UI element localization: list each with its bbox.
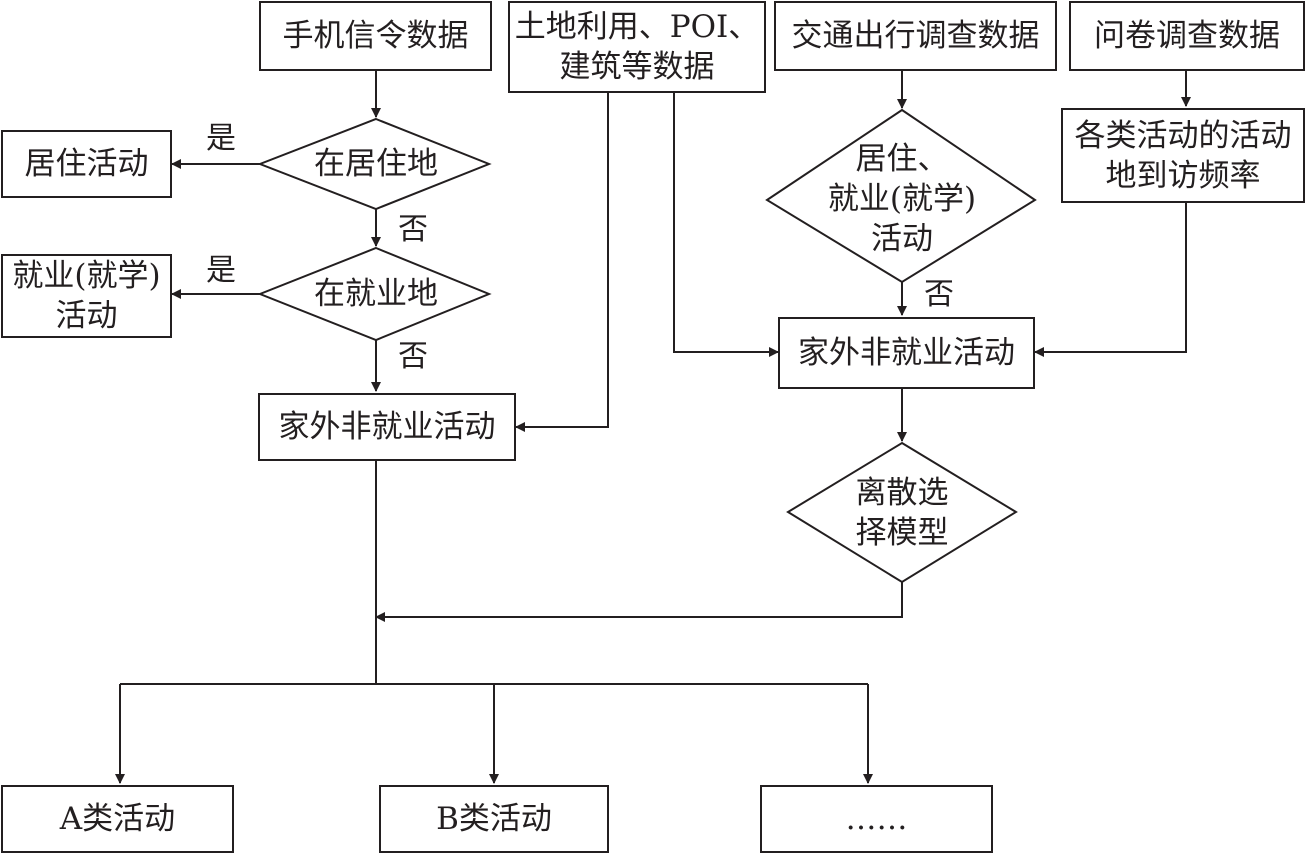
mobile-signaling-data-box: 手机信令数据 <box>259 1 492 71</box>
left-non-work-activity-box: 家外非就业活动 <box>258 393 516 461</box>
arrow-model-to-merge <box>375 582 903 622</box>
questionnaire-data-box: 问卷调查数据 <box>1069 1 1305 71</box>
yes-label-residence: 是 <box>206 121 236 156</box>
land-use-poi-data-box: 土地利用、POI、 建筑等数据 <box>508 1 766 93</box>
arrow-landuse-to-left-nonwork <box>515 93 609 432</box>
right-non-work-activity-box: 家外非就业活动 <box>778 317 1035 389</box>
in-workplace-decision-label: 在就业地 <box>314 276 438 312</box>
more-activity-box: …… <box>760 785 993 853</box>
residence-work-decision-label: 居住、 就业(就学) 活动 <box>827 141 977 257</box>
residential-activity-box: 居住活动 <box>1 130 172 198</box>
discrete-choice-model-label: 离散选 择模型 <box>855 475 949 551</box>
no-label-residence: 否 <box>398 212 428 247</box>
visit-frequency-box: 各类活动的活动 地到访频率 <box>1061 108 1305 203</box>
arrow-landuse-to-right-nonwork <box>673 93 779 357</box>
travel-survey-data-box: 交通出行调查数据 <box>774 1 1057 71</box>
work-study-activity-box: 就业(就学) 活动 <box>1 254 172 338</box>
class-b-activity-box: B类活动 <box>379 785 609 853</box>
no-label-residence-work: 否 <box>924 277 954 312</box>
yes-label-workplace: 是 <box>206 253 236 288</box>
arrow-frequency-to-nonwork <box>1034 203 1187 357</box>
class-a-activity-box: A类活动 <box>1 785 234 853</box>
no-label-workplace: 否 <box>398 339 428 374</box>
in-residence-decision-label: 在居住地 <box>314 146 438 182</box>
